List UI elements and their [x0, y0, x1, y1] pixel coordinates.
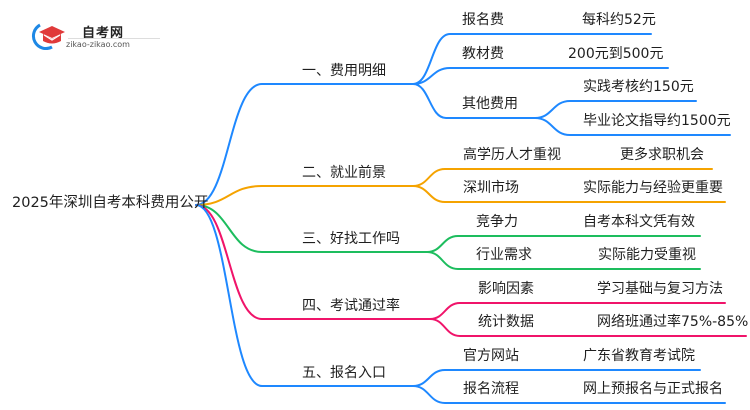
sub-branch-node[interactable]: 官方网站 [463, 348, 519, 364]
detail-node[interactable]: 广东省教育考试院 [583, 348, 695, 364]
detail-node[interactable]: 实际能力与经验更重要 [583, 180, 723, 196]
sub-branch-connector [412, 385, 726, 404]
sub-branch-node[interactable]: 高学历人才重视 [463, 147, 561, 163]
detail-node[interactable]: 200元到500元 [568, 46, 664, 62]
branch-connector [195, 204, 431, 320]
sub-branch-connector [412, 168, 713, 187]
detail-node[interactable]: 每科约52元 [582, 12, 656, 28]
detail-node[interactable]: 自考本科文凭有效 [583, 214, 695, 230]
sub-branch-connector [426, 235, 701, 253]
branch-connector [195, 204, 428, 253]
leaf-node[interactable]: 实践考核约150元 [583, 79, 694, 95]
sub-branch-node[interactable]: 行业需求 [476, 247, 532, 263]
detail-node[interactable]: 网上预报名与正式报名 [583, 381, 723, 397]
root-node[interactable]: 2025年深圳自考本科费用公开 [12, 195, 209, 211]
detail-node[interactable]: 实际能力受重视 [598, 247, 696, 263]
site-logo: 自考网 zikao-zikao.com [30, 20, 160, 50]
leaf-connector [534, 117, 731, 136]
logo-title: 自考网 [82, 26, 125, 41]
sub-branch-node[interactable]: 其他费用 [462, 96, 518, 112]
sub-branch-node[interactable]: 竞争力 [476, 214, 518, 230]
logo-cap-top [39, 26, 65, 38]
logo-cap-base [43, 34, 61, 44]
branch-connector [195, 185, 414, 206]
branch-node[interactable]: 二、就业前景 [302, 165, 386, 181]
sub-branch-node[interactable]: 报名流程 [463, 381, 519, 397]
logo-divider [68, 38, 160, 39]
detail-node[interactable]: 更多求职机会 [620, 147, 704, 163]
sub-branch-connector [429, 302, 726, 320]
sub-branch-node[interactable]: 报名费 [462, 12, 504, 28]
branch-node[interactable]: 三、好找工作吗 [302, 231, 400, 247]
logo-url: zikao-zikao.com [66, 40, 130, 49]
detail-node[interactable]: 学习基础与复习方法 [597, 281, 723, 297]
leaf-node[interactable]: 毕业论文指导约1500元 [583, 113, 731, 129]
logo-cap-fold [43, 34, 61, 41]
sub-branch-connector [412, 67, 669, 85]
sub-branch-node[interactable]: 影响因素 [478, 281, 534, 297]
leaf-connector [534, 100, 697, 119]
sub-branch-connector [412, 83, 536, 119]
logo-swoosh [31, 23, 53, 50]
graduation-cap-icon [31, 23, 65, 50]
sub-branch-connector [412, 33, 652, 85]
branch-node[interactable]: 一、费用明细 [302, 63, 386, 79]
branch-node[interactable]: 五、报名入口 [302, 365, 386, 381]
branch-node[interactable]: 四、考试通过率 [302, 298, 400, 314]
sub-branch-connector [412, 369, 701, 387]
sub-branch-node[interactable]: 统计数据 [478, 314, 534, 330]
branch-connector [195, 83, 414, 206]
sub-branch-node[interactable]: 深圳市场 [463, 180, 519, 196]
detail-node[interactable]: 网络班通过率75%-85% [597, 314, 749, 330]
sub-branch-connector [426, 251, 701, 270]
branch-connector [195, 204, 414, 387]
sub-branch-connector [412, 185, 726, 203]
sub-branch-node[interactable]: 教材费 [462, 46, 504, 62]
sub-branch-connector [429, 318, 747, 337]
